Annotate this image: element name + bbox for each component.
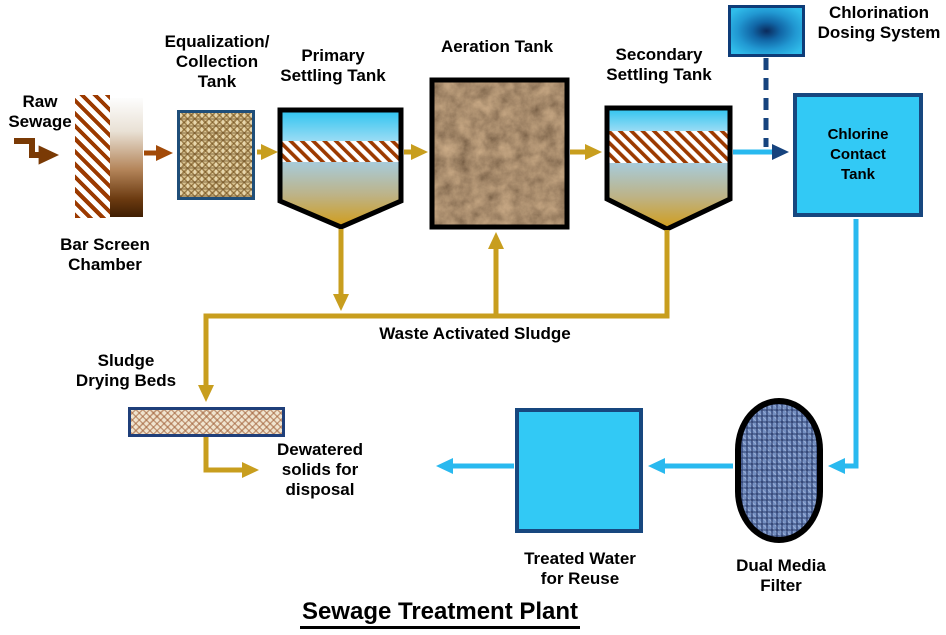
flow-arrow-dewatered-solids bbox=[203, 437, 259, 478]
aeration-label: Aeration Tank bbox=[440, 37, 554, 56]
treated-water-tank bbox=[515, 408, 643, 533]
flow-arrow-contact-to-filter bbox=[828, 219, 859, 475]
primary-settling-label: Primary Settling Tank bbox=[280, 46, 386, 85]
bar-screen-hatch bbox=[75, 95, 110, 218]
chlorine-contact-tank: Chlorine Contact Tank bbox=[793, 93, 923, 217]
raw-sewage-label: Raw Sewage bbox=[8, 92, 72, 131]
dual-media-filter bbox=[735, 398, 823, 543]
bar-screen-label: Bar Screen Chamber bbox=[60, 235, 150, 274]
chlorine-contact-label: Chlorine Contact Tank bbox=[827, 126, 889, 183]
diagram-title: Sewage Treatment Plant bbox=[240, 598, 640, 629]
chlorination-dosing-label: Chlorination Dosing System bbox=[817, 3, 941, 42]
equalization-label: Equalization/ Collection Tank bbox=[164, 32, 270, 91]
flow-line-waste-sludge bbox=[198, 230, 670, 402]
waste-sludge-label: Waste Activated Sludge bbox=[379, 324, 571, 343]
flow-arrow-raw-sewage bbox=[14, 138, 59, 165]
equalization-tank bbox=[177, 110, 255, 200]
primary-settling-tank bbox=[277, 107, 404, 230]
aeration-tank bbox=[429, 77, 570, 230]
sludge-beds-label: Sludge Drying Beds bbox=[75, 351, 177, 390]
bar-screen-gradient bbox=[110, 98, 143, 217]
secondary-settling-label: Secondary Settling Tank bbox=[606, 45, 712, 84]
dual-media-label: Dual Media Filter bbox=[736, 556, 826, 595]
chlorination-dosing-box bbox=[728, 5, 805, 57]
treated-water-label: Treated Water for Reuse bbox=[524, 549, 636, 588]
sludge-drying-beds bbox=[128, 407, 285, 437]
dewatered-label: Dewatered solids for disposal bbox=[277, 440, 363, 499]
secondary-settling-tank bbox=[604, 105, 733, 232]
